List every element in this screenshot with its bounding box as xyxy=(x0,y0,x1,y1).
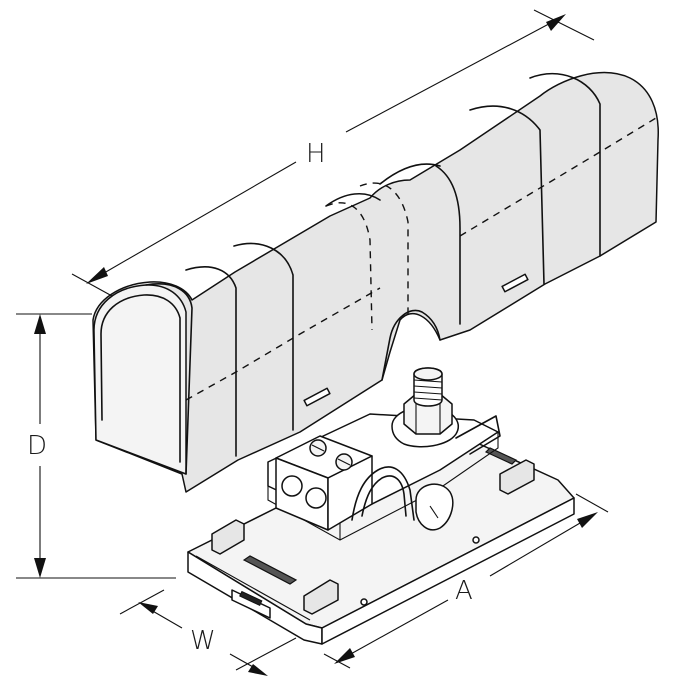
dimension-h xyxy=(71,9,595,297)
terminal-screw-slot-1 xyxy=(311,444,325,452)
dim-h-extension-right xyxy=(533,9,595,41)
fuse-clip-slot xyxy=(429,505,439,519)
cover-rib-5 xyxy=(529,72,601,257)
cover-rib-4 xyxy=(469,105,545,285)
dim-h-arrow-left xyxy=(86,267,108,284)
fuse-strap-inner xyxy=(361,475,407,517)
dimension-label-d: D xyxy=(27,431,48,461)
cover-rib-1 xyxy=(145,283,193,475)
dim-d-arrow-bottom xyxy=(34,558,46,578)
base-brand-plate xyxy=(242,555,298,585)
cover-rib-2 xyxy=(185,266,237,457)
base-tab-front xyxy=(303,579,339,615)
fuse-strap xyxy=(351,466,415,521)
terminal-screw-slot-2 xyxy=(337,458,351,466)
cover-slot-left xyxy=(303,387,331,407)
dimension-label-h: H xyxy=(306,139,326,169)
base-plate-side xyxy=(321,497,575,645)
dim-a-line-left xyxy=(339,599,449,661)
base-plate-edge xyxy=(195,555,311,621)
dim-d-arrow-top xyxy=(34,314,46,334)
cover-bump-right xyxy=(379,163,441,185)
dim-h-line-right xyxy=(345,17,561,133)
stud-post-top xyxy=(413,367,443,381)
cover-bump-left xyxy=(325,193,381,207)
cover-hidden-arc-1 xyxy=(325,202,373,331)
dim-h-extension-left xyxy=(71,273,113,297)
terminal-hole-2 xyxy=(305,487,327,509)
dim-h-arrow-right xyxy=(546,14,566,31)
base-tab-back-right xyxy=(499,459,535,495)
protective-cover xyxy=(92,71,659,493)
base-rear-block xyxy=(455,415,501,455)
base-latch-slot xyxy=(239,590,263,607)
dimension-label-a: A xyxy=(455,576,473,606)
stud-threads xyxy=(413,379,443,401)
cover-end-cap-inner xyxy=(100,294,181,463)
base-hole-2 xyxy=(472,536,480,544)
cover-rib-3 xyxy=(233,242,294,431)
fuse-clip xyxy=(415,483,454,531)
dim-a-line-right xyxy=(489,515,593,577)
cover-slot-right xyxy=(501,273,529,293)
dim-a-extension-right xyxy=(575,493,609,513)
terminal-block-side xyxy=(327,455,373,531)
cover-body xyxy=(92,71,659,493)
dimension-a xyxy=(323,493,609,669)
cover-hidden-edge-1 xyxy=(185,287,381,401)
dim-w-extension-right xyxy=(235,637,297,671)
dim-a-arrow-right xyxy=(577,512,598,528)
dim-h-line-left xyxy=(91,161,297,281)
cover-hidden-edge-2 xyxy=(459,117,657,237)
dimension-w xyxy=(119,589,297,676)
dim-w-arrow-left xyxy=(138,602,158,614)
dim-w-extension-left xyxy=(119,589,165,615)
dimension-d xyxy=(16,313,176,579)
base-hole-1 xyxy=(360,598,368,606)
fuse-base xyxy=(187,367,575,645)
cover-hidden-arc-2 xyxy=(359,182,409,320)
terminal-hole-1 xyxy=(281,475,303,497)
base-brand-plate-rear xyxy=(484,447,518,465)
dim-a-arrow-left xyxy=(334,648,355,664)
dimension-label-w: W xyxy=(190,626,216,656)
dim-w-arrow-right xyxy=(248,664,268,676)
base-tab-back-left xyxy=(211,519,245,555)
cover-notch xyxy=(381,309,441,381)
cover-bump-rib xyxy=(435,165,461,325)
